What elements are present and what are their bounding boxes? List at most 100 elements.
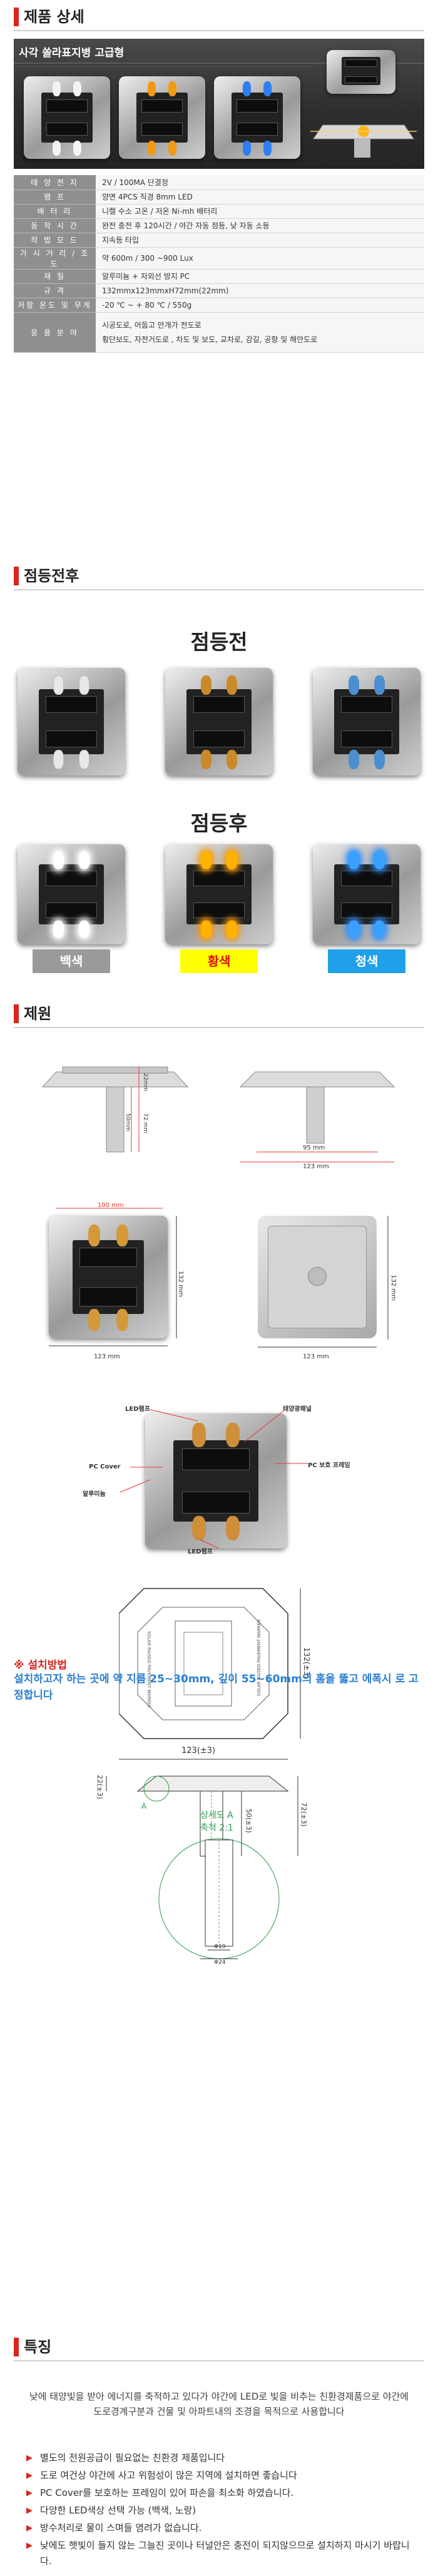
spec-row: 재 질 알루미늄 + 자외선 방지 PC	[14, 269, 424, 284]
bullet-arrow-icon: ▶	[26, 2541, 33, 2550]
section-marker	[14, 2338, 19, 2356]
hero-title: 사각 쏠라표지병 고급형	[19, 47, 125, 59]
before-lamp-yellow	[165, 668, 273, 775]
spec-value-line: 횡단보도, 자전거도로 , 차도 및 보도, 교차로, 강길, 공항 및 해안도…	[102, 335, 318, 344]
feature-item: ▶방수처리로 물이 스며들 염려가 없습니다.	[25, 2520, 413, 2536]
plan-side-text-left: SOLAR RAISED PAVEMENT MARKER	[146, 1631, 151, 1708]
spec-value-line: 시공도로, 어둡고 안개가 전도로	[102, 321, 201, 330]
component-callout-lines	[120, 1409, 308, 1549]
dim-side-width: 95 mm	[303, 1144, 325, 1151]
feature-text: 별도의 전원공급이 필요없는 친환경 제품입니다	[40, 2452, 225, 2463]
callout-led-bottom: LED램프	[188, 1548, 213, 1555]
before-lamp-blue	[313, 668, 420, 775]
before-lamp-white	[18, 668, 125, 775]
spec-key: 배 터 리	[14, 204, 96, 219]
spec-value: 알루미늄 + 자외선 방지 PC	[96, 269, 424, 284]
plan-side-text-right: SOLAR RAISED PAVEMENT MARKER	[257, 1619, 262, 1696]
spec-value: 약 600m / 300 ~900 Lux	[96, 247, 424, 270]
spec-value: 2V / 100MA 단결정	[96, 175, 424, 190]
component-photo	[145, 1413, 287, 1548]
feature-item: ▶ 낮에도 햇빛이 들지 않는 그늘진 곳이나 터널안은 충전이 되지않으므로 설…	[25, 2538, 413, 2569]
dim-length-2: 132 mm	[390, 1275, 397, 1301]
section-divider	[14, 2360, 424, 2361]
spec-value-line: 2V / 100MA 단결정	[102, 178, 168, 187]
product-photo-yellow	[119, 76, 205, 159]
section-title: 제품 상세	[24, 8, 84, 26]
product-photo-top	[327, 50, 395, 94]
dim-height-top: 22mm	[142, 1073, 148, 1091]
dimension-drawing-side: 95 mm 123 mm	[239, 1071, 395, 1169]
section-header-spec: 제원	[0, 1002, 438, 1028]
section-divider	[14, 30, 424, 31]
dimension-lines-bottom: 132 mm	[258, 1216, 397, 1348]
spec-key: 동 작 시 간	[14, 218, 96, 233]
tech-dim-22: 22(±3)	[96, 1775, 104, 1799]
spec-value: 132mmx123mmxH72mm(22mm)	[96, 283, 424, 298]
tech-dim-132: 132(±3)	[302, 1647, 311, 1679]
detail-marker-a: A	[141, 1802, 147, 1811]
spec-value-line: 알루미늄 + 자외선 방지 PC	[102, 272, 190, 281]
spec-key: 규 격	[14, 283, 96, 298]
bullet-arrow-icon: ▶	[26, 2471, 33, 2480]
bullet-arrow-icon: ▶	[26, 2453, 33, 2463]
dim-bottom-width-2: 123 mm	[303, 1353, 329, 1360]
feature-item: ▶ 도로 여건상 야간에 사고 위험성이 많은 지역에 설치하면 좋습니다	[25, 2468, 413, 2483]
install-title: ※ 설치방법	[14, 1659, 68, 1672]
tech-dim-72: 72(±3)	[300, 1802, 308, 1827]
after-lamp-yellow	[165, 844, 273, 944]
technical-drawing-plan: SOLAR RAISED PAVEMENT MARKER SOLAR RAISE…	[119, 1588, 311, 1739]
dimension-photo-bottom	[258, 1216, 377, 1338]
section-divider	[14, 1027, 424, 1028]
feature-text: 낮에도 햇빛이 들지 않는 그늘진 곳이나 터널안은 충전이 되지않으므로 설치…	[40, 2540, 410, 2567]
after-lamp-blue	[313, 844, 420, 944]
hero-banner: 사각 쏠라표지병 고급형	[14, 39, 424, 169]
dimension-drawing-front: 72 mm 22mm 50mm	[41, 1066, 189, 1153]
section-title: 점등전후	[24, 567, 79, 585]
feature-item: ▶ PC Cover를 보호하는 프레임이 있어 파손을 최소화 하였습니다.	[25, 2485, 413, 2501]
spec-row: 램 프 양면 4PCS 직경 8mm LED	[14, 189, 424, 205]
spec-value-line: -20 ℃ ~ + 80 ℃ / 550g	[102, 300, 192, 310]
spec-value-line: 약 600m / 300 ~900 Lux	[102, 254, 193, 263]
bullet-arrow-icon: ▶	[26, 2488, 33, 2498]
callout-aluminum: 알루미늄	[83, 1491, 106, 1498]
dim-height-body: 50mm	[125, 1113, 131, 1131]
section-header-detail: 제품 상세	[0, 5, 438, 31]
spec-value: 양면 4PCS 직경 8mm LED	[96, 189, 424, 205]
spec-key: 가 시 거 리 / 조 도	[14, 247, 96, 270]
callout-pc-frame: PC 보호 프레임	[308, 1462, 350, 1469]
feature-item: ▶다양한 LED색상 선택 가능 (백색, 노랑)	[25, 2503, 413, 2518]
color-tag-blue: 청색	[328, 949, 405, 973]
spec-key: 저항 온도 및 무게	[14, 298, 96, 313]
spec-row: 가 시 거 리 / 조 도 약 600m / 300 ~900 Lux	[14, 247, 424, 270]
after-lighting-title: 점등후	[190, 811, 248, 836]
spec-value-line: 완전 충전 후 120시간 / 야간 자동 점등, 낮 자동 소등	[102, 221, 270, 230]
product-photo-white	[24, 76, 110, 159]
color-tag-white: 백색	[33, 949, 110, 973]
spec-key: 램 프	[14, 189, 96, 205]
detail-phi24: Φ24	[214, 1959, 226, 1965]
spec-key: 작 법 모 드	[14, 233, 96, 248]
section-marker	[14, 8, 19, 26]
feature-text: PC Cover를 보호하는 프레임이 있어 파손을 최소화 하였습니다.	[40, 2487, 294, 2498]
install-body: 설치하고자 하는 곳에 약 지름 25~30mm, 깊이 55~60mm의 홈을…	[14, 1673, 419, 1702]
section-title: 제원	[24, 1005, 52, 1023]
spec-row: 동 작 시 간 완전 충전 후 120시간 / 야간 자동 점등, 낮 자동 소등	[14, 218, 424, 233]
tech-dim-50: 50(±3)	[245, 1809, 253, 1833]
section-marker	[14, 567, 19, 585]
spec-value-line: 양면 4PCS 직경 8mm LED	[102, 193, 193, 201]
spec-row: 태 양 전 지 2V / 100MA 단결정	[14, 175, 424, 190]
feature-text: 도로 여건상 야간에 사고 위험성이 많은 지역에 설치하면 좋습니다	[40, 2470, 297, 2481]
spec-key: 태 양 전 지	[14, 175, 96, 190]
spec-key: 재 질	[14, 269, 96, 284]
dim-total-width: 123 mm	[303, 1163, 329, 1169]
product-photo-blue	[214, 76, 300, 159]
feature-text: 다양한 LED색상 선택 가능 (백색, 노랑)	[40, 2505, 196, 2516]
dim-length: 132 mm	[177, 1271, 184, 1297]
after-lamp-white	[18, 844, 125, 944]
spec-value: 완전 충전 후 120시간 / 야간 자동 점등, 낮 자동 소등	[96, 218, 424, 233]
spec-value: -20 ℃ ~ + 80 ℃ / 550g	[96, 298, 424, 313]
